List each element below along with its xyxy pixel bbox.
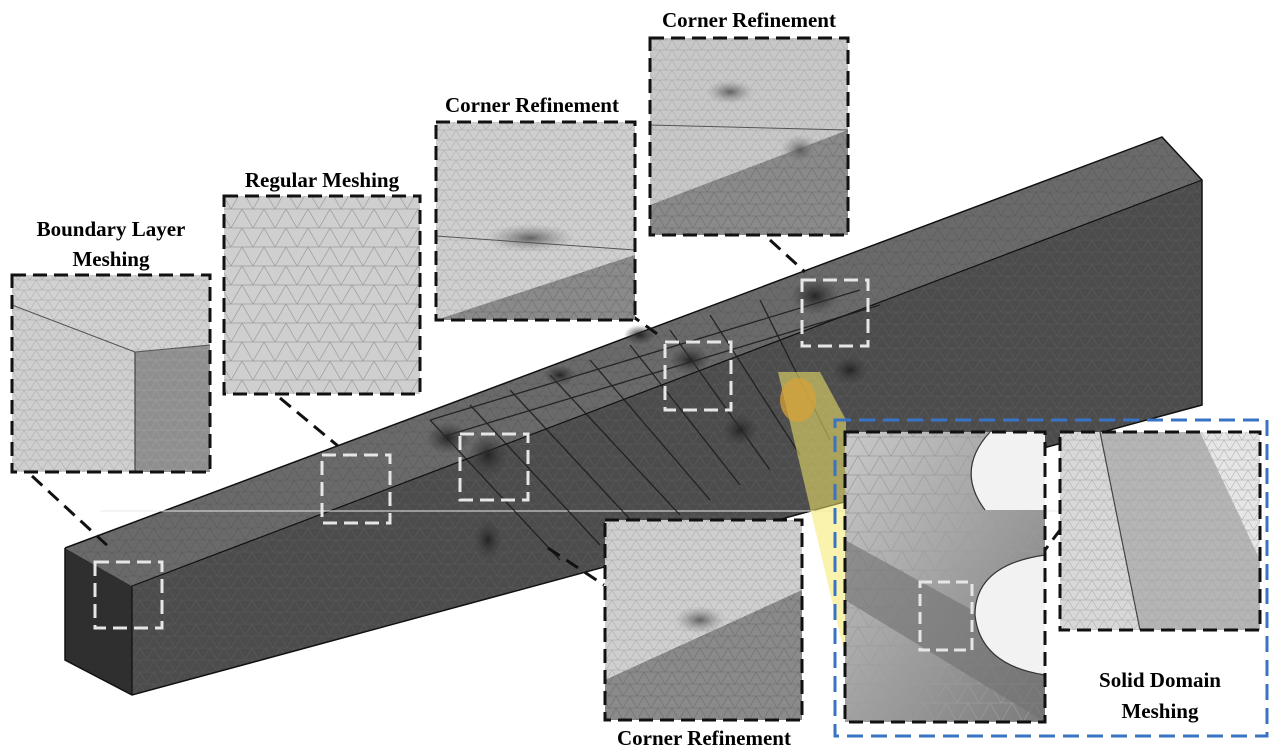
inset-solid-left	[843, 430, 1047, 724]
marker-regular	[320, 453, 392, 525]
label-regular-meshing: Regular Meshing	[245, 168, 400, 192]
label-boundary-line1: Boundary Layer	[37, 217, 186, 241]
connector-corner-bottom	[547, 546, 605, 587]
label-solid-line1: Solid Domain	[1099, 668, 1221, 692]
connector-corner-top	[768, 238, 807, 274]
marker-corner-top	[800, 278, 870, 348]
solid-highlight-wedge	[778, 372, 846, 660]
inset-corner-bottom	[603, 518, 804, 722]
marker-boundary	[93, 560, 164, 630]
label-corner-top: Corner Refinement	[662, 8, 836, 32]
inset-boundary-layer	[10, 273, 212, 474]
refinement-spots	[426, 278, 868, 560]
inset-solid-right	[1058, 430, 1262, 632]
label-solid-line2: Meshing	[1121, 699, 1199, 723]
inset-corner-mid	[434, 120, 637, 322]
solid-domain-frame	[833, 418, 1269, 738]
label-boundary-line2: Meshing	[72, 247, 150, 271]
connector-regular	[279, 396, 339, 448]
beam-geometry	[64, 136, 1262, 696]
inset-regular-meshing	[222, 194, 422, 396]
inset-corner-top	[648, 36, 850, 237]
connector-boundary	[30, 474, 112, 550]
marker-corner-bottom	[663, 340, 733, 412]
solid-domain-group	[833, 418, 1269, 738]
label-corner-mid: Corner Refinement	[445, 93, 619, 117]
label-corner-bottom: Corner Refinement	[617, 726, 791, 750]
marker-corner-mid	[458, 432, 530, 502]
